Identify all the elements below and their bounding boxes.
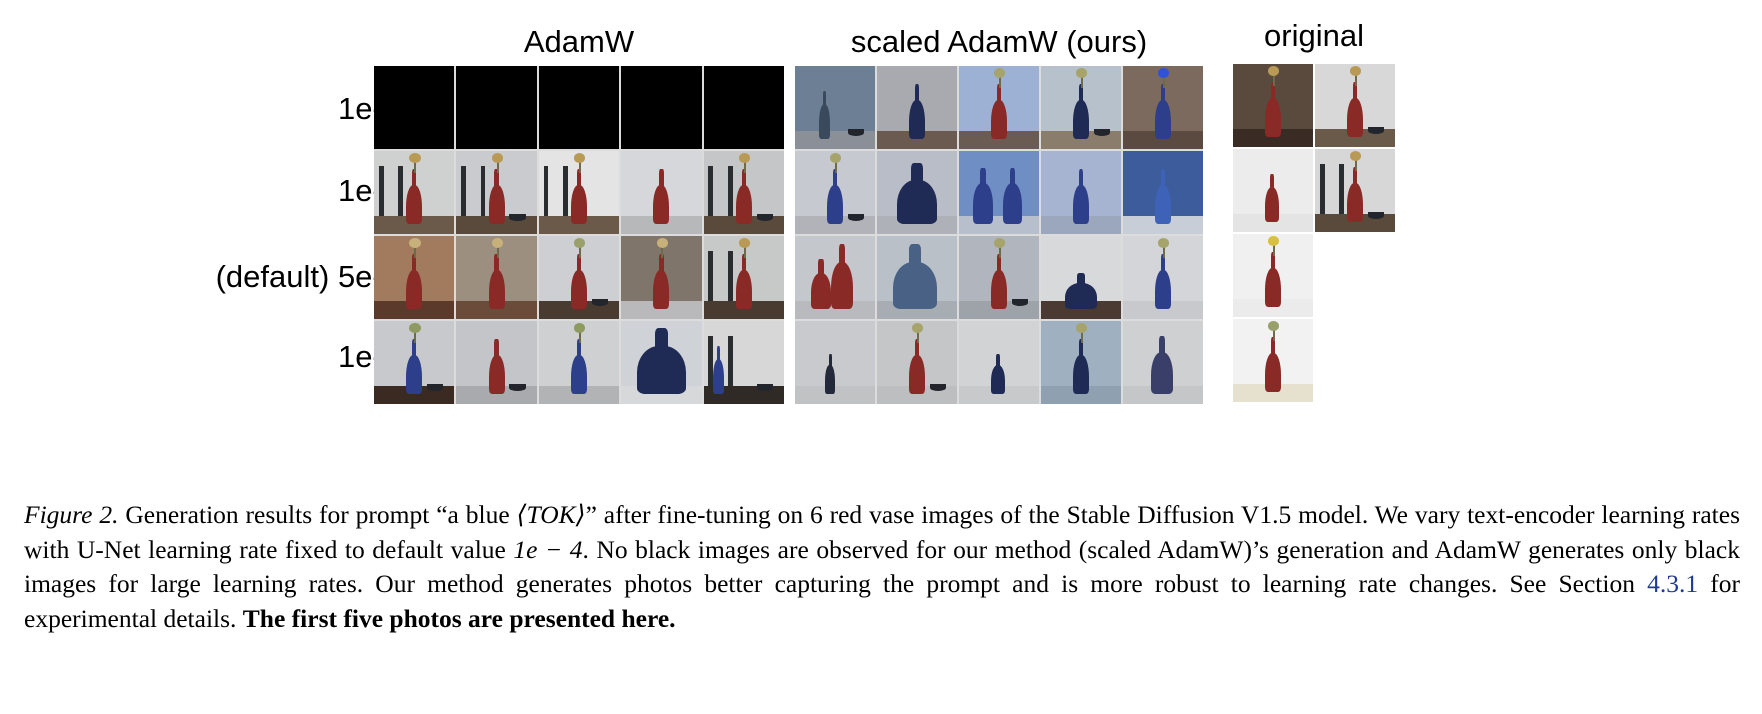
caption-text-1: Generation results for prompt “a blue <box>118 500 517 529</box>
generated-image-thumbnail <box>621 321 702 404</box>
generated-image-thumbnail <box>1041 66 1121 149</box>
generated-image-thumbnail <box>877 236 957 319</box>
generated-image-thumbnail <box>1041 236 1121 319</box>
generated-image-thumbnail <box>1041 151 1121 234</box>
generated-image-thumbnail <box>1315 149 1395 232</box>
original-image-grid <box>1233 64 1395 402</box>
generated-image-thumbnail <box>456 321 537 404</box>
generated-image-thumbnail <box>456 66 537 149</box>
generated-image-thumbnail <box>538 321 620 404</box>
generated-image-thumbnail <box>1315 64 1395 147</box>
caption-text-2: ” after fine-tuning on 6 red vase images… <box>24 500 1740 564</box>
generated-image-thumbnail <box>959 236 1039 319</box>
generated-image-thumbnail <box>621 236 702 319</box>
generated-image-thumbnail <box>703 66 784 149</box>
scaled-adamw-image-grid <box>795 66 1203 404</box>
caption-text-4: for experimental details. <box>24 569 1741 633</box>
generated-image-thumbnail <box>795 321 875 404</box>
generated-image-thumbnail <box>621 151 702 234</box>
figure-label: Figure 2. <box>24 500 119 529</box>
generated-image-thumbnail <box>959 66 1039 149</box>
generated-image-thumbnail <box>538 66 620 149</box>
generated-image-thumbnail <box>1233 319 1313 402</box>
generated-image-thumbnail <box>1315 234 1395 317</box>
generated-image-thumbnail <box>1123 66 1203 149</box>
generated-image-thumbnail <box>1123 151 1203 234</box>
generated-image-thumbnail <box>538 151 620 234</box>
generated-image-thumbnail <box>795 151 875 234</box>
generated-image-thumbnail <box>877 151 957 234</box>
generated-image-thumbnail <box>703 236 784 319</box>
generated-image-thumbnail <box>959 151 1039 234</box>
generated-image-thumbnail <box>1315 319 1395 402</box>
generated-image-thumbnail <box>1233 234 1313 317</box>
generated-image-thumbnail <box>877 321 957 404</box>
generated-image-thumbnail <box>703 321 784 404</box>
generated-image-thumbnail <box>703 151 784 234</box>
generated-image-thumbnail <box>374 151 455 234</box>
generated-image-thumbnail <box>795 236 875 319</box>
caption-bold-text: The first five photos are presented here… <box>242 603 676 633</box>
row-label-default-5e-5: (default) 5e-5 <box>215 259 400 294</box>
generated-image-thumbnail <box>877 66 957 149</box>
generated-image-thumbnail <box>1233 149 1313 232</box>
generated-image-thumbnail <box>1123 321 1203 404</box>
generated-image-thumbnail <box>1233 64 1313 147</box>
generated-image-thumbnail <box>374 321 455 404</box>
generated-image-thumbnail <box>374 66 455 149</box>
figure-caption: Figure 2. Generation results for prompt … <box>24 498 1740 636</box>
generated-image-thumbnail <box>795 66 875 149</box>
scaled-adamw-panel-title: scaled AdamW (ours) <box>850 24 1148 59</box>
generated-image-thumbnail <box>1123 236 1203 319</box>
generated-image-thumbnail <box>1041 321 1121 404</box>
caption-math-lr: 1e − 4 <box>513 534 583 564</box>
caption-text-3: . No black images are observed for our m… <box>24 534 1740 599</box>
generated-image-thumbnail <box>456 236 537 319</box>
adamw-image-grid <box>374 66 784 404</box>
generated-image-thumbnail <box>456 151 537 234</box>
generated-image-thumbnail <box>374 236 455 319</box>
generated-image-thumbnail <box>621 66 702 149</box>
generated-image-thumbnail <box>538 236 620 319</box>
adamw-panel-title: AdamW <box>523 24 635 59</box>
original-panel-title: original <box>1264 18 1364 53</box>
caption-math-tok: ⟨TOK⟩ <box>516 500 586 529</box>
generated-image-thumbnail <box>959 321 1039 404</box>
section-reference-link[interactable]: 4.3.1 <box>1647 569 1699 598</box>
